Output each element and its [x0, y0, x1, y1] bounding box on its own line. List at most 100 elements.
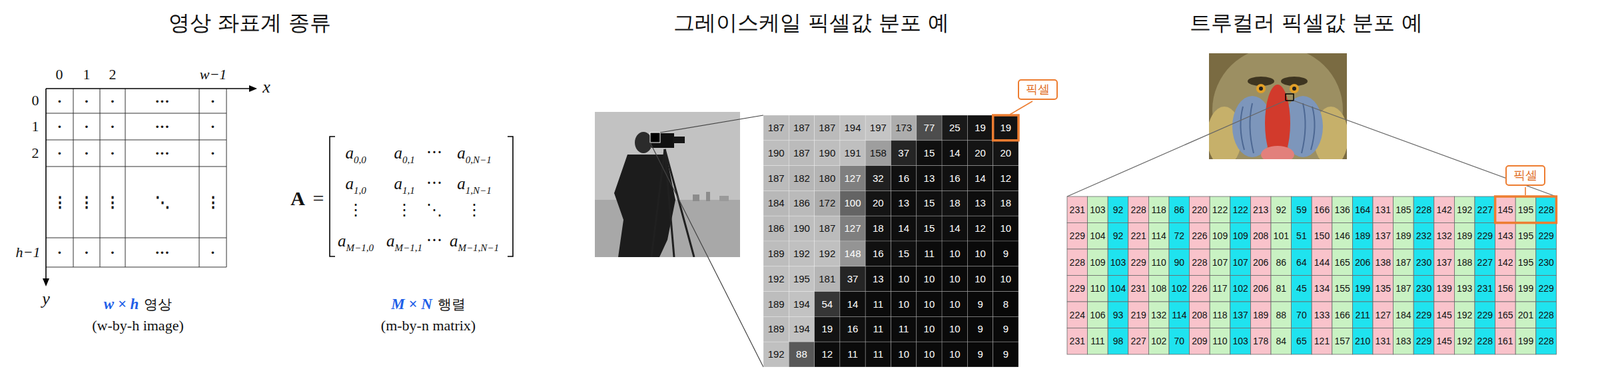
color-channel-cell	[1332, 275, 1353, 303]
color-channel-cell	[1372, 223, 1394, 250]
matrix-element: a	[449, 231, 459, 252]
pixel-value: 20	[974, 147, 986, 159]
pixel-value: 11	[873, 298, 884, 310]
pixel-value: 12	[1000, 172, 1012, 184]
pixel-value: 14	[847, 298, 859, 310]
gray-pixel-cell	[839, 291, 866, 318]
gray-pixel-cell	[839, 115, 866, 141]
color-channel-cell	[1291, 301, 1313, 329]
channel-value: 199	[1518, 283, 1534, 294]
ridge	[1249, 103, 1254, 154]
gray-pixel-cell	[916, 241, 942, 267]
channel-value: 221	[1130, 230, 1146, 242]
channel-value: 210	[1354, 335, 1371, 347]
channel-value: 208	[1191, 309, 1207, 321]
pixel-value: 9	[977, 298, 983, 310]
pixel-value: 190	[793, 222, 810, 234]
color-channel-cell	[1107, 301, 1129, 329]
pixel-value: 11	[873, 348, 884, 360]
color-channel-cell	[1495, 223, 1517, 250]
color-channel-cell	[1128, 301, 1150, 329]
nose-tip	[1260, 145, 1295, 160]
color-channel-cell	[1189, 275, 1211, 303]
axis-index: 2	[109, 65, 117, 83]
pixel-highlight	[993, 115, 1019, 141]
gray-pixel-cell	[865, 165, 891, 192]
channel-value: 228	[1130, 204, 1146, 216]
color-channel-cell	[1128, 249, 1150, 276]
gray-pixel-cell	[814, 241, 840, 267]
channel-value: 231	[1477, 283, 1493, 294]
gray-pixel-cell	[763, 341, 789, 368]
channel-value: 134	[1314, 283, 1330, 294]
y-axis	[45, 88, 47, 282]
panel-title: 트루컬러 픽셀값 분포 예	[1189, 10, 1424, 36]
channel-value: 103	[1232, 335, 1248, 347]
pixel-value: 10	[974, 247, 986, 260]
gray-pixel-cell	[993, 316, 1019, 342]
channel-value: 138	[1375, 257, 1391, 268]
pixel-value: 189	[768, 247, 785, 260]
element-index: M−1,0	[346, 242, 374, 254]
photo-sky	[594, 111, 741, 258]
label-group: a0,0	[345, 143, 366, 164]
color-channel-cell	[1169, 223, 1190, 250]
pixel-value: 10	[897, 348, 910, 360]
grid-cell-symbol: ⋮	[79, 193, 94, 211]
zoom-line	[1067, 100, 1286, 197]
size-caption: M × N	[391, 295, 433, 314]
color-channel-cell	[1413, 275, 1435, 303]
color-channel-cell	[1515, 301, 1537, 329]
channel-value: 229	[1069, 230, 1086, 242]
callout-box: 픽셀	[1017, 79, 1058, 100]
channel-value: 165	[1497, 309, 1513, 321]
channel-value: 230	[1416, 257, 1432, 268]
left-bracket	[329, 136, 336, 257]
grid-cell-symbol: ⋱	[155, 193, 170, 211]
pixel-value: 10	[897, 298, 910, 310]
matrix-name: A	[290, 187, 306, 211]
arrow-head	[42, 278, 50, 287]
gray-pixel-cell	[814, 140, 840, 166]
gray-pixel-cell	[941, 341, 968, 368]
color-channel-cell	[1454, 223, 1475, 250]
channel-value: 228	[1538, 204, 1554, 216]
gray-pixel-cell	[814, 316, 840, 342]
color-channel-cell	[1128, 328, 1150, 356]
gray-pixel-cell	[865, 291, 891, 318]
channel-value: 133	[1314, 309, 1330, 321]
grid-cell-symbol: ·	[57, 144, 62, 162]
pixel-value: 14	[897, 222, 910, 234]
color-channel-cell	[1495, 275, 1517, 303]
pixel-value: 194	[793, 323, 810, 336]
channel-value: 228	[1538, 335, 1554, 347]
label-group: aM−1,N−1	[449, 231, 499, 252]
channel-value: 84	[1276, 335, 1287, 347]
color-channel-cell	[1107, 249, 1129, 276]
matrix-element: a	[456, 143, 466, 164]
pixel-value: 194	[793, 298, 810, 310]
color-channel-cell	[1474, 223, 1496, 250]
channel-value: 72	[1174, 230, 1186, 242]
color-channel-cell	[1515, 249, 1537, 276]
caption-word: 영상	[143, 296, 172, 313]
pixel-cells	[763, 115, 1557, 368]
channel-value: 137	[1375, 230, 1391, 242]
pixel-value: 148	[844, 247, 862, 260]
zoom-line	[1293, 100, 1557, 197]
color-channel-cell	[1372, 249, 1394, 276]
x-axis	[45, 87, 252, 90]
pixel-value: 11	[847, 348, 858, 360]
color-channel-cell	[1230, 223, 1251, 250]
pixel-value: 172	[818, 197, 836, 210]
channel-value: 108	[1151, 283, 1167, 294]
pixel-value: 16	[847, 323, 859, 336]
ellipsis: ⋮	[466, 201, 483, 220]
channel-value: 185	[1395, 204, 1411, 216]
channel-value: 209	[1191, 335, 1207, 347]
gray-pixel-cell	[763, 316, 789, 342]
channel-value: 92	[1113, 204, 1124, 216]
grid-cell-symbol: ·	[109, 92, 115, 110]
zoom-lines	[650, 115, 764, 368]
